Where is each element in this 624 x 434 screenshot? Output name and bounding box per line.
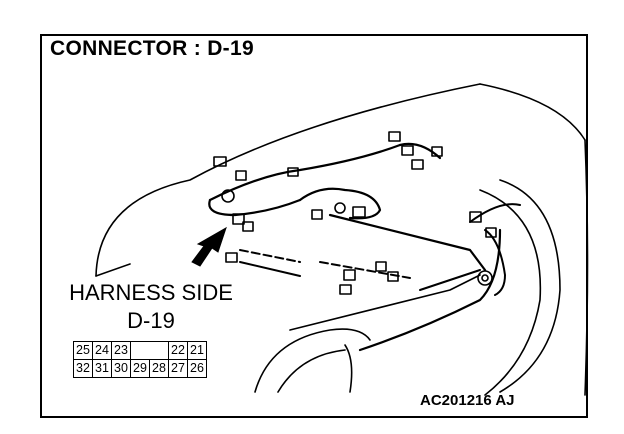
fender-lower-edge <box>95 263 131 277</box>
pin-cell: 27 <box>168 359 188 378</box>
pointer-arrow <box>191 226 227 267</box>
pin-cell: 28 <box>149 359 169 378</box>
harness-trunk-lower <box>328 213 487 272</box>
bumper-curve <box>254 328 371 393</box>
pin-cell: 23 <box>111 341 131 360</box>
pin-cell: 30 <box>111 359 131 378</box>
connector-title: CONNECTOR : D-19 <box>50 37 254 60</box>
pin-cell: 32 <box>73 359 93 378</box>
connector-d19-shape <box>232 213 245 225</box>
pin-cell: 21 <box>187 341 207 360</box>
harness-side-label: HARNESS SIDE <box>69 280 233 305</box>
fender-right-edge <box>479 83 586 141</box>
pin-cell: 29 <box>130 359 150 378</box>
figure-code: AC201216 AJ <box>420 392 515 409</box>
harness-trunk-upper <box>208 143 402 202</box>
pin-cell: 22 <box>168 341 188 360</box>
empty-pin-cell <box>149 341 169 360</box>
connector-id-label: D-19 <box>127 308 175 333</box>
pin-cell: 24 <box>92 341 112 360</box>
fender-top-edge <box>95 83 481 277</box>
pin-cell: 31 <box>92 359 112 378</box>
empty-pin-cell <box>130 341 150 360</box>
pin-cell: 25 <box>73 341 93 360</box>
wheel-arch <box>499 179 561 393</box>
pin-cell: 26 <box>187 359 207 378</box>
